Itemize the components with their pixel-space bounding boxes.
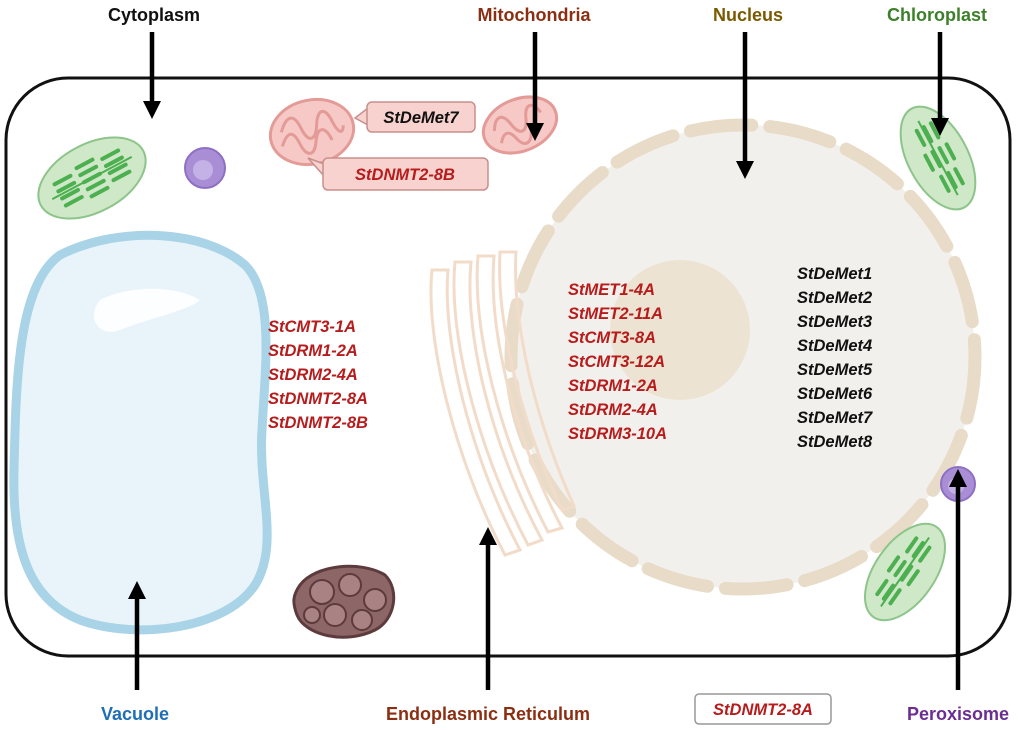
er-organelle	[429, 250, 577, 557]
chloroplast-right-bottom	[864, 522, 946, 622]
label-cytoplasm: Cytoplasm	[108, 5, 200, 25]
label-chloroplast: Chloroplast	[887, 5, 987, 25]
label-er: Endoplasmic Reticulum	[386, 704, 590, 724]
nucleus-gene: StMET1-4A	[568, 281, 655, 299]
peroxisome-gene-box: StDNMT2-8A	[694, 693, 832, 725]
vacuole-gene: StDNMT2-8A	[268, 390, 368, 408]
label-nucleus: Nucleus	[713, 5, 783, 25]
vacuole-gene: StDRM1-2A	[268, 342, 358, 360]
nucleus-gene: StDeMet1	[797, 265, 872, 283]
peroxisome-left	[184, 147, 226, 189]
vacuole-gene: StDNMT2-8B	[268, 414, 368, 432]
nucleus-gene: StMET2-11A	[568, 305, 663, 323]
label-peroxisome: Peroxisome	[907, 704, 1009, 724]
vacuole-gene: StCMT3-1A	[268, 318, 356, 336]
chloroplast-left	[37, 136, 147, 220]
nucleus-gene: StDeMet3	[797, 313, 872, 331]
nucleus-gene: StDeMet6	[797, 385, 873, 403]
vacuole-gene-list: StCMT3-1A StDRM1-2A StDRM2-4A StDNMT2-8A…	[268, 318, 368, 432]
mito-gene-2: StDNMT2-8B	[355, 166, 455, 184]
nucleus-gene: StDRM3-10A	[568, 425, 667, 443]
nucleus-gene: StDRM2-4A	[568, 401, 658, 419]
peroxisome-gene: StDNMT2-8A	[713, 701, 813, 719]
nucleus-gene: StDeMet7	[797, 409, 873, 427]
nucleus-gene: StDeMet8	[797, 433, 873, 451]
nucleus-gene: StDeMet4	[797, 337, 872, 355]
vacuole-organelle	[9, 230, 272, 635]
nucleus-gene: StDeMet5	[797, 361, 873, 379]
chloroplast-right-top	[899, 105, 977, 211]
nucleus-gene: StCMT3-8A	[568, 329, 656, 347]
mito-callout-1: StDeMet7	[353, 101, 476, 133]
nucleus-gene: StDeMet2	[797, 289, 872, 307]
nucleus-gene-list-black: StDeMet1 StDeMet2 StDeMet3 StDeMet4 StDe…	[797, 265, 873, 451]
mito-gene-1: StDeMet7	[383, 109, 459, 127]
label-vacuole: Vacuole	[101, 704, 169, 724]
nucleus-gene: StCMT3-12A	[568, 353, 665, 371]
brown-vesicle	[292, 564, 396, 639]
mito-callout-2: StDNMT2-8B	[307, 157, 489, 191]
vacuole-gene: StDRM2-4A	[268, 366, 358, 384]
mitochondrion-left	[268, 98, 356, 166]
nucleus-gene: StDRM1-2A	[568, 377, 658, 395]
label-mitochondria: Mitochondria	[478, 5, 592, 25]
nucleus-gene-list-red: StMET1-4A StMET2-11A StCMT3-8A StCMT3-12…	[568, 281, 667, 443]
